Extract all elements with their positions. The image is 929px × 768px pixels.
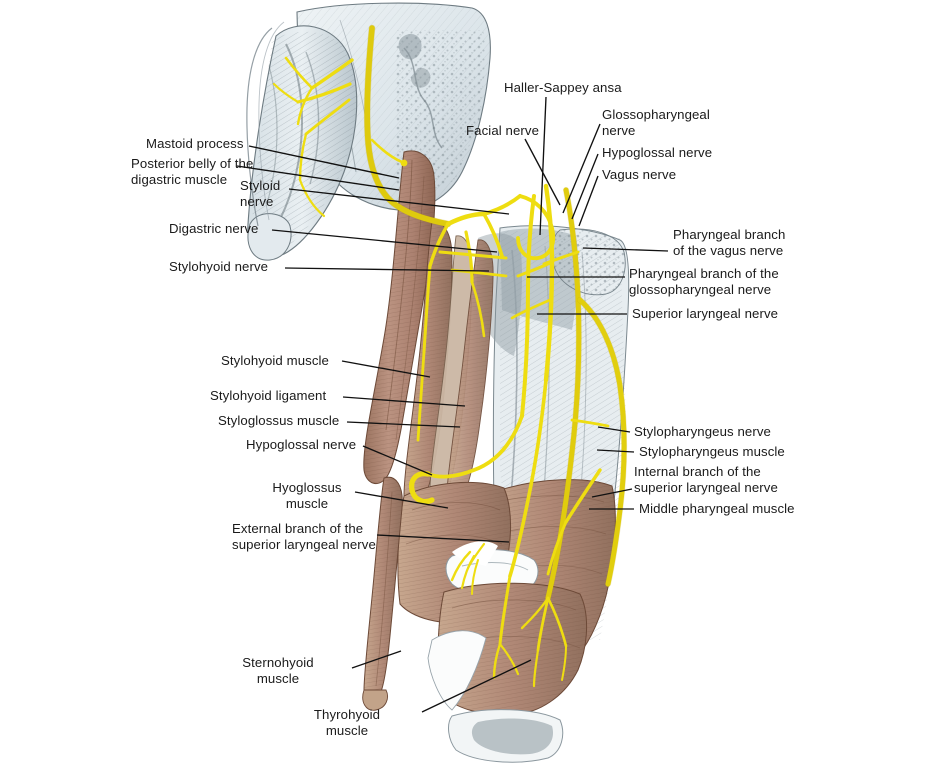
fascia-sheet [246, 21, 285, 227]
label-stylohyoid-nerve: Stylohyoid nerve [169, 259, 269, 274]
label-pharyngeal-branch-vagus: Pharyngeal branch of the vagus nerve [673, 227, 786, 258]
label-styloglossus-muscle: Styloglossus muscle [218, 413, 340, 428]
label-mastoid-process: Mastoid process [146, 136, 244, 151]
label-styloid-nerve: Styloid nerve [240, 178, 281, 209]
label-vagus-nerve: Vagus nerve [602, 167, 677, 182]
label-external-branch-sln: External branch of the superior laryngea… [232, 521, 376, 552]
label-superior-laryngeal: Superior laryngeal nerve [632, 306, 779, 321]
label-middle-pharyngeal: Middle pharyngeal muscle [639, 501, 795, 516]
label-internal-branch-sln: Internal branch of the superior laryngea… [634, 464, 778, 495]
label-stylopharyngeus-nerve: Stylopharyngeus nerve [634, 424, 771, 439]
label-facial-nerve: Facial nerve [466, 123, 540, 138]
label-pharyngeal-branch-gloss: Pharyngeal branch of the glossopharyngea… [629, 266, 779, 297]
label-thyrohyoid-muscle: Thyrohyoid muscle [313, 707, 381, 738]
label-hyoglossus-muscle: Hyoglossus muscle [272, 480, 342, 511]
label-stylohyoid-muscle: Stylohyoid muscle [221, 353, 329, 368]
label-hypoglossal-nerve-top: Hypoglossal nerve [602, 145, 713, 160]
label-posterior-belly: Posterior belly of the digastric muscle [131, 156, 254, 187]
label-haller-sappey-ansa: Haller-Sappey ansa [504, 80, 622, 95]
label-glossopharyngeal-nerve: Glossopharyngeal nerve [602, 107, 710, 138]
label-hypoglossal-nerve-mid: Hypoglossal nerve [246, 437, 357, 452]
label-stylopharyngeus-muscle: Stylopharyngeus muscle [639, 444, 785, 459]
sternohyoid-muscle [362, 476, 403, 711]
label-sternohyoid-muscle: Sternohyoid muscle [242, 655, 314, 686]
label-digastric-nerve: Digastric nerve [169, 221, 259, 236]
label-stylohyoid-ligament: Stylohyoid ligament [210, 388, 327, 403]
